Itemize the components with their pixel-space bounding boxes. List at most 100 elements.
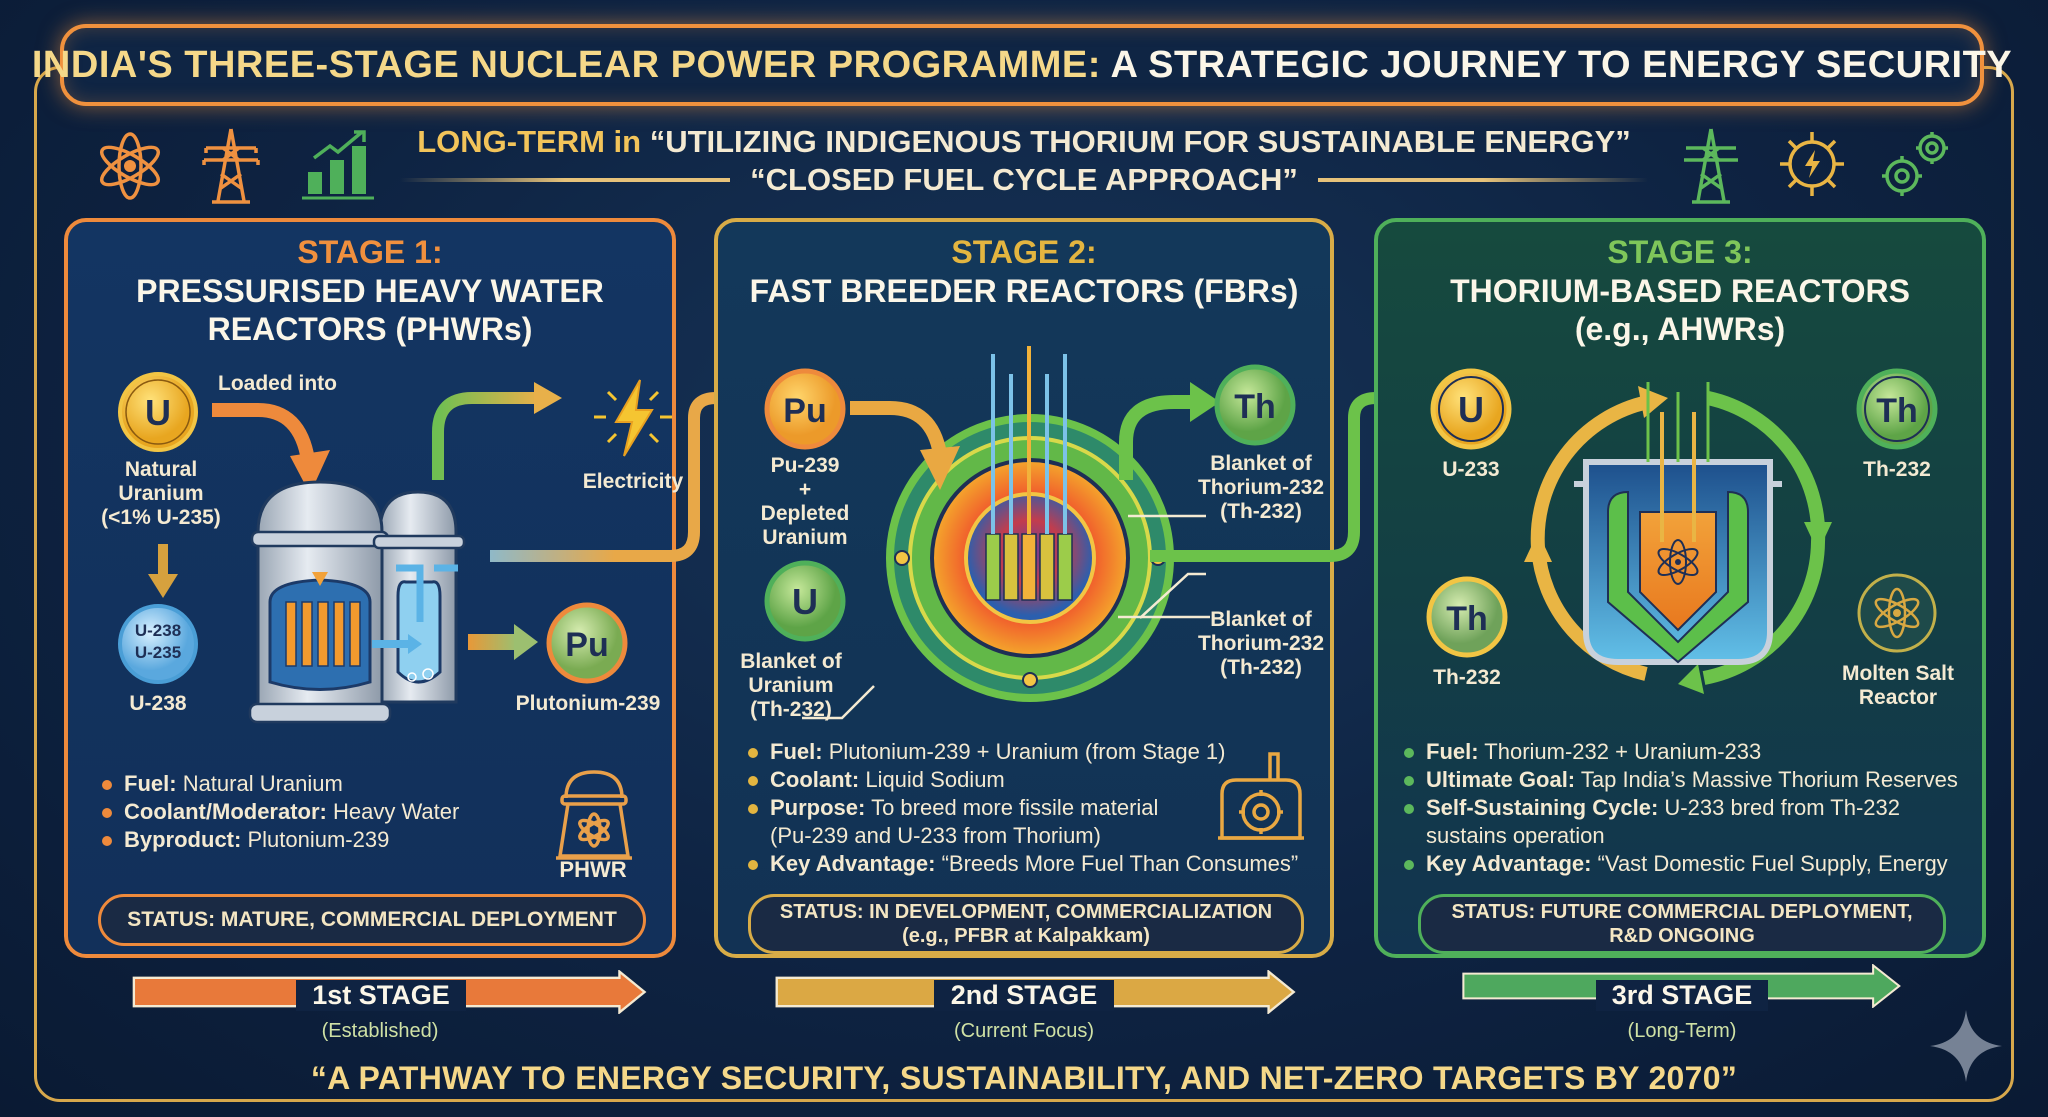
plutonium-atom-icon: Pu — [764, 368, 846, 450]
natural-uranium-label-2: Uranium — [118, 482, 204, 505]
fbr-core-illustration — [886, 346, 1174, 702]
breeder-plant-icon — [1218, 752, 1304, 840]
gears-icon — [1882, 132, 1948, 196]
svg-text:U: U — [1458, 389, 1484, 430]
subtitle-quote: “UTILIZING INDIGENOUS THORIUM FOR SUSTAI… — [649, 124, 1631, 159]
transmission-tower-icon — [1684, 128, 1738, 204]
detail-value: Natural Uranium — [182, 771, 343, 796]
u233-label: U-233 — [1442, 458, 1500, 481]
detail-purpose-continued: (Pu-239 and U-233 from Thorium) — [746, 822, 1298, 850]
timeline-sub-stage-1: (Established) — [321, 1020, 439, 1042]
stage-2-title: FAST BREEDER REACTORS (FBRs) — [749, 273, 1299, 309]
detail-value: Tap India’s Massive Thorium Reserves — [1580, 767, 1958, 792]
electricity-arrow-icon — [432, 382, 562, 480]
stage-2-label: STAGE 2: — [951, 234, 1097, 270]
uranium-atom-icon: U — [118, 372, 198, 452]
detail-coolant: Coolant/Moderator: Heavy Water — [100, 798, 459, 826]
down-arrow-icon — [148, 544, 178, 598]
blanket-uranium-label: Blanket of — [740, 650, 842, 673]
natural-uranium-label: Natural — [124, 458, 198, 481]
stage-1-label: STAGE 1: — [297, 234, 443, 270]
th232-bottom-label: Th-232 — [1433, 666, 1501, 689]
detail-value: (Pu-239 and U-233 from Thorium) — [770, 823, 1101, 848]
status-text: STATUS: FUTURE COMMERCIAL DEPLOYMENT, — [1451, 901, 1913, 923]
detail-value: Heavy Water — [333, 799, 460, 824]
svg-text:Pu: Pu — [565, 626, 608, 664]
detail-cycle-continued: sustains operation — [1402, 822, 1958, 850]
blanket-thorium-label-1-line-2: Thorium-232 — [1197, 476, 1325, 499]
phwr-label: PHWR — [559, 857, 627, 882]
detail-value: Plutonium-239 — [247, 827, 390, 852]
blanket-thorium-label-2-line-3: (Th-232) — [1220, 656, 1302, 679]
leader-lines — [802, 514, 1206, 720]
stage-1-status: STATUS: MATURE, COMMERCIAL DEPLOYMENT — [98, 894, 646, 946]
title-part-2: A STRATEGIC JOURNEY TO ENERGY SECURITY — [1110, 43, 2013, 86]
isotope-u235: U-235 — [134, 643, 182, 662]
svg-text:Th: Th — [1446, 600, 1488, 638]
timeline-label-stage-1: 1st STAGE — [296, 980, 466, 1011]
growth-chart-icon — [302, 130, 374, 200]
lightning-bolt-icon — [594, 379, 672, 457]
subtitle-prefix: LONG-TERM in — [417, 124, 642, 159]
stage-1-title-line-2: REACTORS (PHWRs) — [207, 311, 533, 347]
detail-key: Self-Sustaining Cycle: — [1426, 795, 1659, 820]
isotope-u238: U-238 — [134, 621, 182, 640]
thorium-232-atom-icon: Th — [1856, 368, 1938, 450]
pu239-label: Pu-239 — [770, 454, 840, 477]
detail-value: To breed more fissile material — [871, 795, 1159, 820]
stage-3-title: THORIUM-BASED REACTORS(e.g., AHWRs) — [1378, 272, 1982, 348]
detail-fuel: Fuel: Natural Uranium — [100, 770, 459, 798]
uranium-blanket-atom-icon: U — [764, 560, 846, 642]
svg-text:U: U — [145, 392, 171, 433]
detail-key-advantage: Key Advantage: “Breeds More Fuel Than Co… — [746, 850, 1298, 878]
detail-fuel: Fuel: Plutonium-239 + Uranium (from Stag… — [746, 738, 1298, 766]
detail-coolant: Coolant: Liquid Sodium — [746, 766, 1298, 794]
title-banner: INDIA'S THREE-STAGE NUCLEAR POWER PROGRA… — [32, 24, 2012, 106]
detail-key: Key Advantage: — [770, 851, 936, 876]
stage-3-panel: STAGE 3: THORIUM-BASED REACTORS(e.g., AH… — [1374, 218, 1986, 958]
divider-left — [400, 178, 731, 182]
curved-arrow-icon — [212, 403, 330, 494]
detail-key-advantage: Key Advantage: “Vast Domestic Fuel Suppl… — [1402, 850, 1958, 878]
blanket-thorium-label-1-line-3: (Th-232) — [1220, 500, 1302, 523]
uranium-label: Uranium — [762, 526, 848, 549]
detail-value: sustains operation — [1426, 823, 1605, 848]
svg-text:U: U — [792, 581, 818, 622]
reactor-label: Reactor — [1858, 686, 1938, 709]
gear-lightning-icon — [1780, 132, 1844, 196]
th232-top-label: Th-232 — [1863, 458, 1931, 481]
timeline-label-stage-3: 3rd STAGE — [1596, 980, 1768, 1011]
stage-3-status: STATUS: FUTURE COMMERCIAL DEPLOYMENT,R&D… — [1418, 894, 1946, 954]
stage-1-title-line-1: PRESSURISED HEAVY WATER — [136, 273, 604, 309]
u238-label: U-238 — [129, 692, 187, 715]
sparkle-icon — [1930, 1010, 2002, 1082]
detail-value: Plutonium-239 + Uranium (from Stage 1) — [828, 739, 1226, 764]
status-subtext: R&D ONGOING — [1609, 925, 1755, 947]
stage-2-status: STATUS: IN DEVELOPMENT, COMMERCIALIZATIO… — [748, 894, 1304, 954]
blanket-thorium-label-1: Blanket of — [1210, 452, 1312, 475]
detail-byproduct: Byproduct: Plutonium-239 — [100, 826, 459, 854]
detail-value: Thorium-232 + Uranium-233 — [1484, 739, 1762, 764]
atom-icon — [99, 132, 161, 200]
stage-3-title-line-2: (e.g., AHWRs) — [1574, 311, 1786, 347]
detail-key: Ultimate Goal: — [1426, 767, 1576, 792]
status-text: STATUS: MATURE, COMMERCIAL DEPLOYMENT — [127, 908, 617, 931]
blanket-uranium-label-2: Uranium — [748, 674, 834, 697]
detail-value: “Breeds More Fuel Than Consumes” — [941, 851, 1299, 876]
detail-key: Byproduct: — [124, 827, 242, 852]
natural-uranium-composition: (<1% U-235) — [101, 506, 221, 529]
detail-purpose: Purpose: To breed more fissile material — [746, 794, 1298, 822]
status-text: STATUS: IN DEVELOPMENT, COMMERCIALIZATIO… — [779, 901, 1273, 923]
detail-key: Key Advantage: — [1426, 851, 1592, 876]
svg-text:Th: Th — [1234, 388, 1276, 426]
timeline-sub-stage-3: (Long-Term) — [1627, 1020, 1737, 1042]
detail-self-sustaining-cycle: Self-Sustaining Cycle: U-233 bred from T… — [1402, 794, 1958, 822]
isotope-bubble-icon — [118, 604, 198, 684]
detail-key: Fuel: — [1426, 739, 1479, 764]
detail-key: Coolant: — [770, 767, 860, 792]
thorium-cycle-illustration — [1524, 382, 1832, 694]
title-part-1: INDIA'S THREE-STAGE NUCLEAR POWER PROGRA… — [31, 43, 1101, 86]
blanket-thorium-label-2-line-2: Thorium-232 — [1197, 632, 1325, 655]
